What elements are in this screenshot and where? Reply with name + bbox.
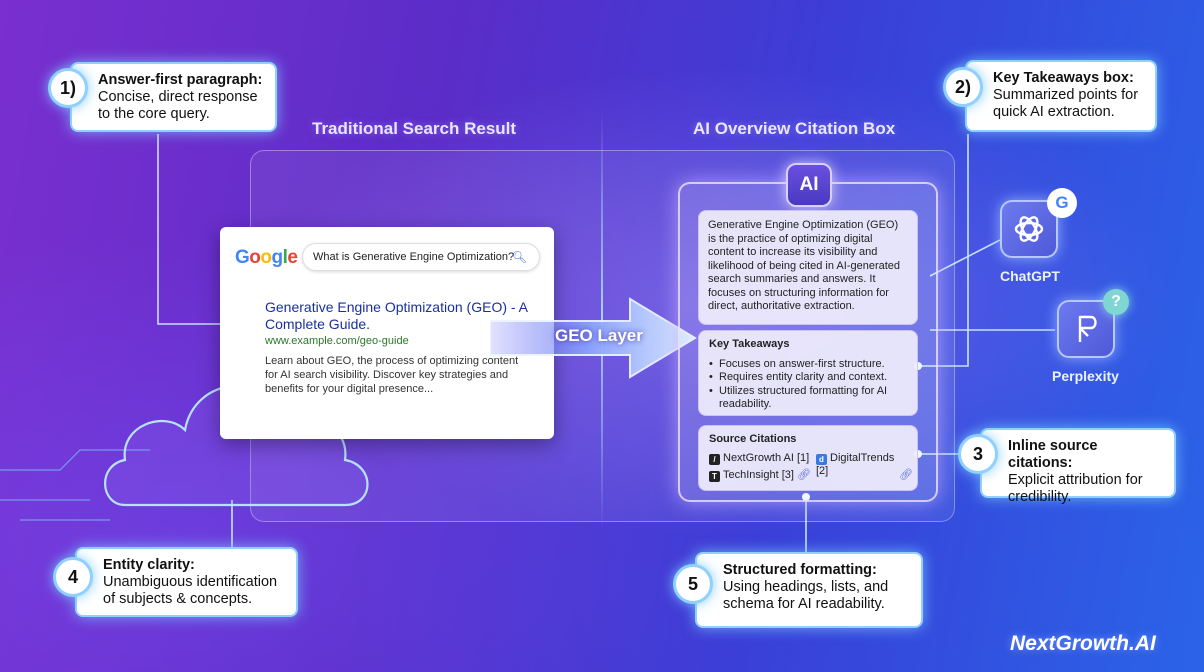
callout-number: 4: [53, 557, 93, 597]
answer-paragraph: Generative Engine Optimization (GEO) is …: [698, 210, 918, 325]
chatgpt-logo-icon: [1014, 216, 1044, 242]
techinsight-icon: T: [709, 470, 720, 482]
callout-number: 5: [673, 564, 713, 604]
result-url[interactable]: www.example.com/geo-guide: [265, 335, 409, 347]
callout-body: Explicit attribution for credibility.: [1008, 472, 1143, 505]
callout-number: 3: [958, 434, 998, 474]
callout-heading: Answer-first paragraph:: [98, 72, 263, 88]
perplexity-logo-icon: [1078, 315, 1097, 342]
callout-number: 1): [48, 68, 88, 108]
link-icon[interactable]: 🔗︎: [899, 468, 913, 481]
callout-heading: Structured formatting:: [723, 562, 877, 578]
callout-body: Unambiguous identification of subjects &…: [103, 574, 278, 607]
callout-heading: Key Takeaways box:: [993, 70, 1134, 86]
nextgrowth-icon: /: [709, 453, 720, 465]
chatgpt-label: ChatGPT: [1000, 268, 1060, 284]
citations-heading: Source Citations: [709, 433, 797, 445]
search-input[interactable]: What is Generative Engine Optimization? …: [302, 243, 540, 271]
link-icon[interactable]: 🔗︎: [797, 468, 811, 481]
takeaway-item: Focuses on answer-first structure.: [709, 358, 907, 372]
google-g-icon: G: [1047, 188, 1077, 218]
callout-heading: Entity clarity:: [103, 557, 195, 573]
callout-number: 2): [943, 67, 983, 107]
digitaltrends-icon: d: [816, 453, 827, 465]
brand-logo: NextGrowth.AI: [1010, 632, 1156, 655]
callout-body: Concise, direct response to the core que…: [98, 89, 258, 122]
search-query: What is Generative Engine Optimization?: [313, 251, 515, 263]
google-logo: Google: [235, 247, 298, 268]
takeaway-item: Requires entity clarity and context.: [709, 371, 907, 385]
takeaway-item: Utilizes structured formatting for AI re…: [709, 385, 907, 412]
ai-overview-title: AI Overview Citation Box: [693, 119, 896, 138]
traditional-search-title: Traditional Search Result: [312, 119, 517, 138]
geo-layer-arrow: [490, 297, 697, 379]
callout-entity-clarity: Entity clarity: Unambiguous identificati…: [75, 547, 298, 617]
callout-body: Using headings, lists, and schema for AI…: [723, 579, 889, 612]
callout-structured-formatting: Structured formatting: Using headings, l…: [695, 552, 923, 628]
perplexity-label: Perplexity: [1052, 368, 1119, 384]
callout-heading: Inline source citations:: [1008, 438, 1098, 471]
callout-key-takeaways: Key Takeaways box: Summarized points for…: [965, 60, 1157, 132]
callout-answer-first: Answer-first paragraph: Concise, direct …: [70, 62, 277, 132]
search-icon[interactable]: 🔍︎: [511, 250, 527, 264]
callout-inline-citations: Inline source citations: Explicit attrib…: [980, 428, 1176, 505]
result-snippet: Learn about GEO, the process of optimizi…: [265, 355, 519, 395]
geo-layer-label: GEO Layer: [555, 326, 643, 345]
callout-body: Summarized points for quick AI extractio…: [993, 87, 1139, 120]
takeaways-list: Focuses on answer-first structure. Requi…: [709, 358, 907, 412]
key-takeaways-box: Key Takeaways Focuses on answer-first st…: [698, 330, 918, 416]
ai-badge: AI: [786, 163, 832, 207]
question-icon: ?: [1103, 289, 1129, 315]
citation-nextgrowth[interactable]: /NextGrowth AI [1]: [709, 452, 809, 466]
result-title-link[interactable]: Generative Engine Optimization (GEO) - A…: [265, 299, 528, 332]
takeaways-heading: Key Takeaways: [709, 338, 790, 350]
